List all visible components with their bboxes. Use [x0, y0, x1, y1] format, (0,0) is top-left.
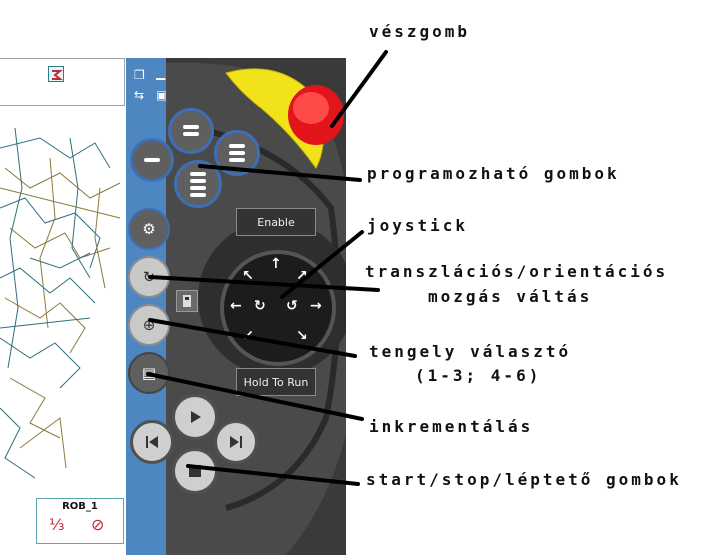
- robot-name: ROB_1: [62, 501, 98, 512]
- screenshot-icon[interactable]: ▣: [156, 88, 168, 102]
- rotate-ccw-icon: ↺: [286, 298, 298, 314]
- prog-button-4[interactable]: [174, 160, 222, 208]
- mode-indicator: [176, 290, 198, 312]
- step-back-button[interactable]: [130, 420, 174, 464]
- viewport-menu-button[interactable]: [48, 66, 64, 82]
- line-icon: [144, 158, 160, 162]
- callout-start-stop-buttons: start/stop/léptető gombok: [366, 470, 682, 489]
- three-lines-icon: [229, 144, 245, 162]
- prog-button-2[interactable]: [130, 138, 174, 182]
- fraction-icon: ⅓: [49, 515, 65, 534]
- callout-emergency-stop: vészgomb: [369, 22, 471, 41]
- callout-motion-switch-line2: mozgás váltás: [428, 287, 593, 306]
- robot-cell-drawing: [0, 128, 121, 479]
- restore-icon[interactable]: ❐: [134, 68, 145, 82]
- callout-motion-switch-line1: transzlációs/orientációs: [365, 262, 669, 281]
- prog-button-1[interactable]: [168, 108, 214, 154]
- step-forward-button[interactable]: [214, 420, 258, 464]
- mechanical-unit-button[interactable]: ⚙: [128, 208, 170, 250]
- emergency-stop[interactable]: [221, 63, 346, 173]
- arrow-up-icon: ↑: [270, 256, 282, 272]
- stop-button[interactable]: [172, 448, 218, 494]
- callout-increment: inkrementálás: [369, 417, 534, 436]
- menu-icon: [52, 70, 63, 80]
- robot-arm-icon: ⚙: [142, 220, 156, 238]
- play-icon: [191, 411, 201, 423]
- arrow-left-icon: ←: [230, 298, 242, 314]
- hold-to-run-button[interactable]: Hold To Run: [236, 368, 316, 396]
- rotate-cw-icon: ↻: [254, 298, 266, 314]
- enable-button[interactable]: Enable: [236, 208, 316, 236]
- callout-axis-select-line2: (1-3; 4-6): [415, 366, 542, 385]
- arrow-down-right-icon: ↘: [296, 328, 308, 344]
- skip-back-icon: [146, 436, 158, 448]
- document-icon: [183, 295, 191, 307]
- arrow-right-icon: →: [310, 298, 322, 314]
- increment-button[interactable]: ▤: [128, 352, 170, 394]
- robot-status-box[interactable]: ROB_1 ⅓ ⊘: [36, 498, 124, 544]
- skip-forward-icon: [230, 436, 242, 448]
- four-lines-icon: [190, 172, 206, 197]
- axes-disabled-icon: ⊘: [91, 515, 105, 534]
- callout-joystick: joystick: [367, 216, 469, 235]
- forward-step-button[interactable]: [172, 394, 218, 440]
- callout-programmable-buttons: programozható gombok: [367, 164, 620, 183]
- viewport-toolbar: [0, 58, 125, 106]
- lines-icon: [183, 125, 199, 136]
- arrow-up-left-icon: ↖: [242, 268, 254, 284]
- arrow-up-right-icon: ↗: [296, 268, 308, 284]
- minimize-icon[interactable]: ▁: [156, 66, 166, 80]
- swap-icon[interactable]: ⇆: [134, 88, 145, 102]
- 3d-viewport[interactable]: ROB_1 ⅓ ⊘: [0, 58, 126, 555]
- callout-axis-select-line1: tengely választó: [369, 342, 572, 361]
